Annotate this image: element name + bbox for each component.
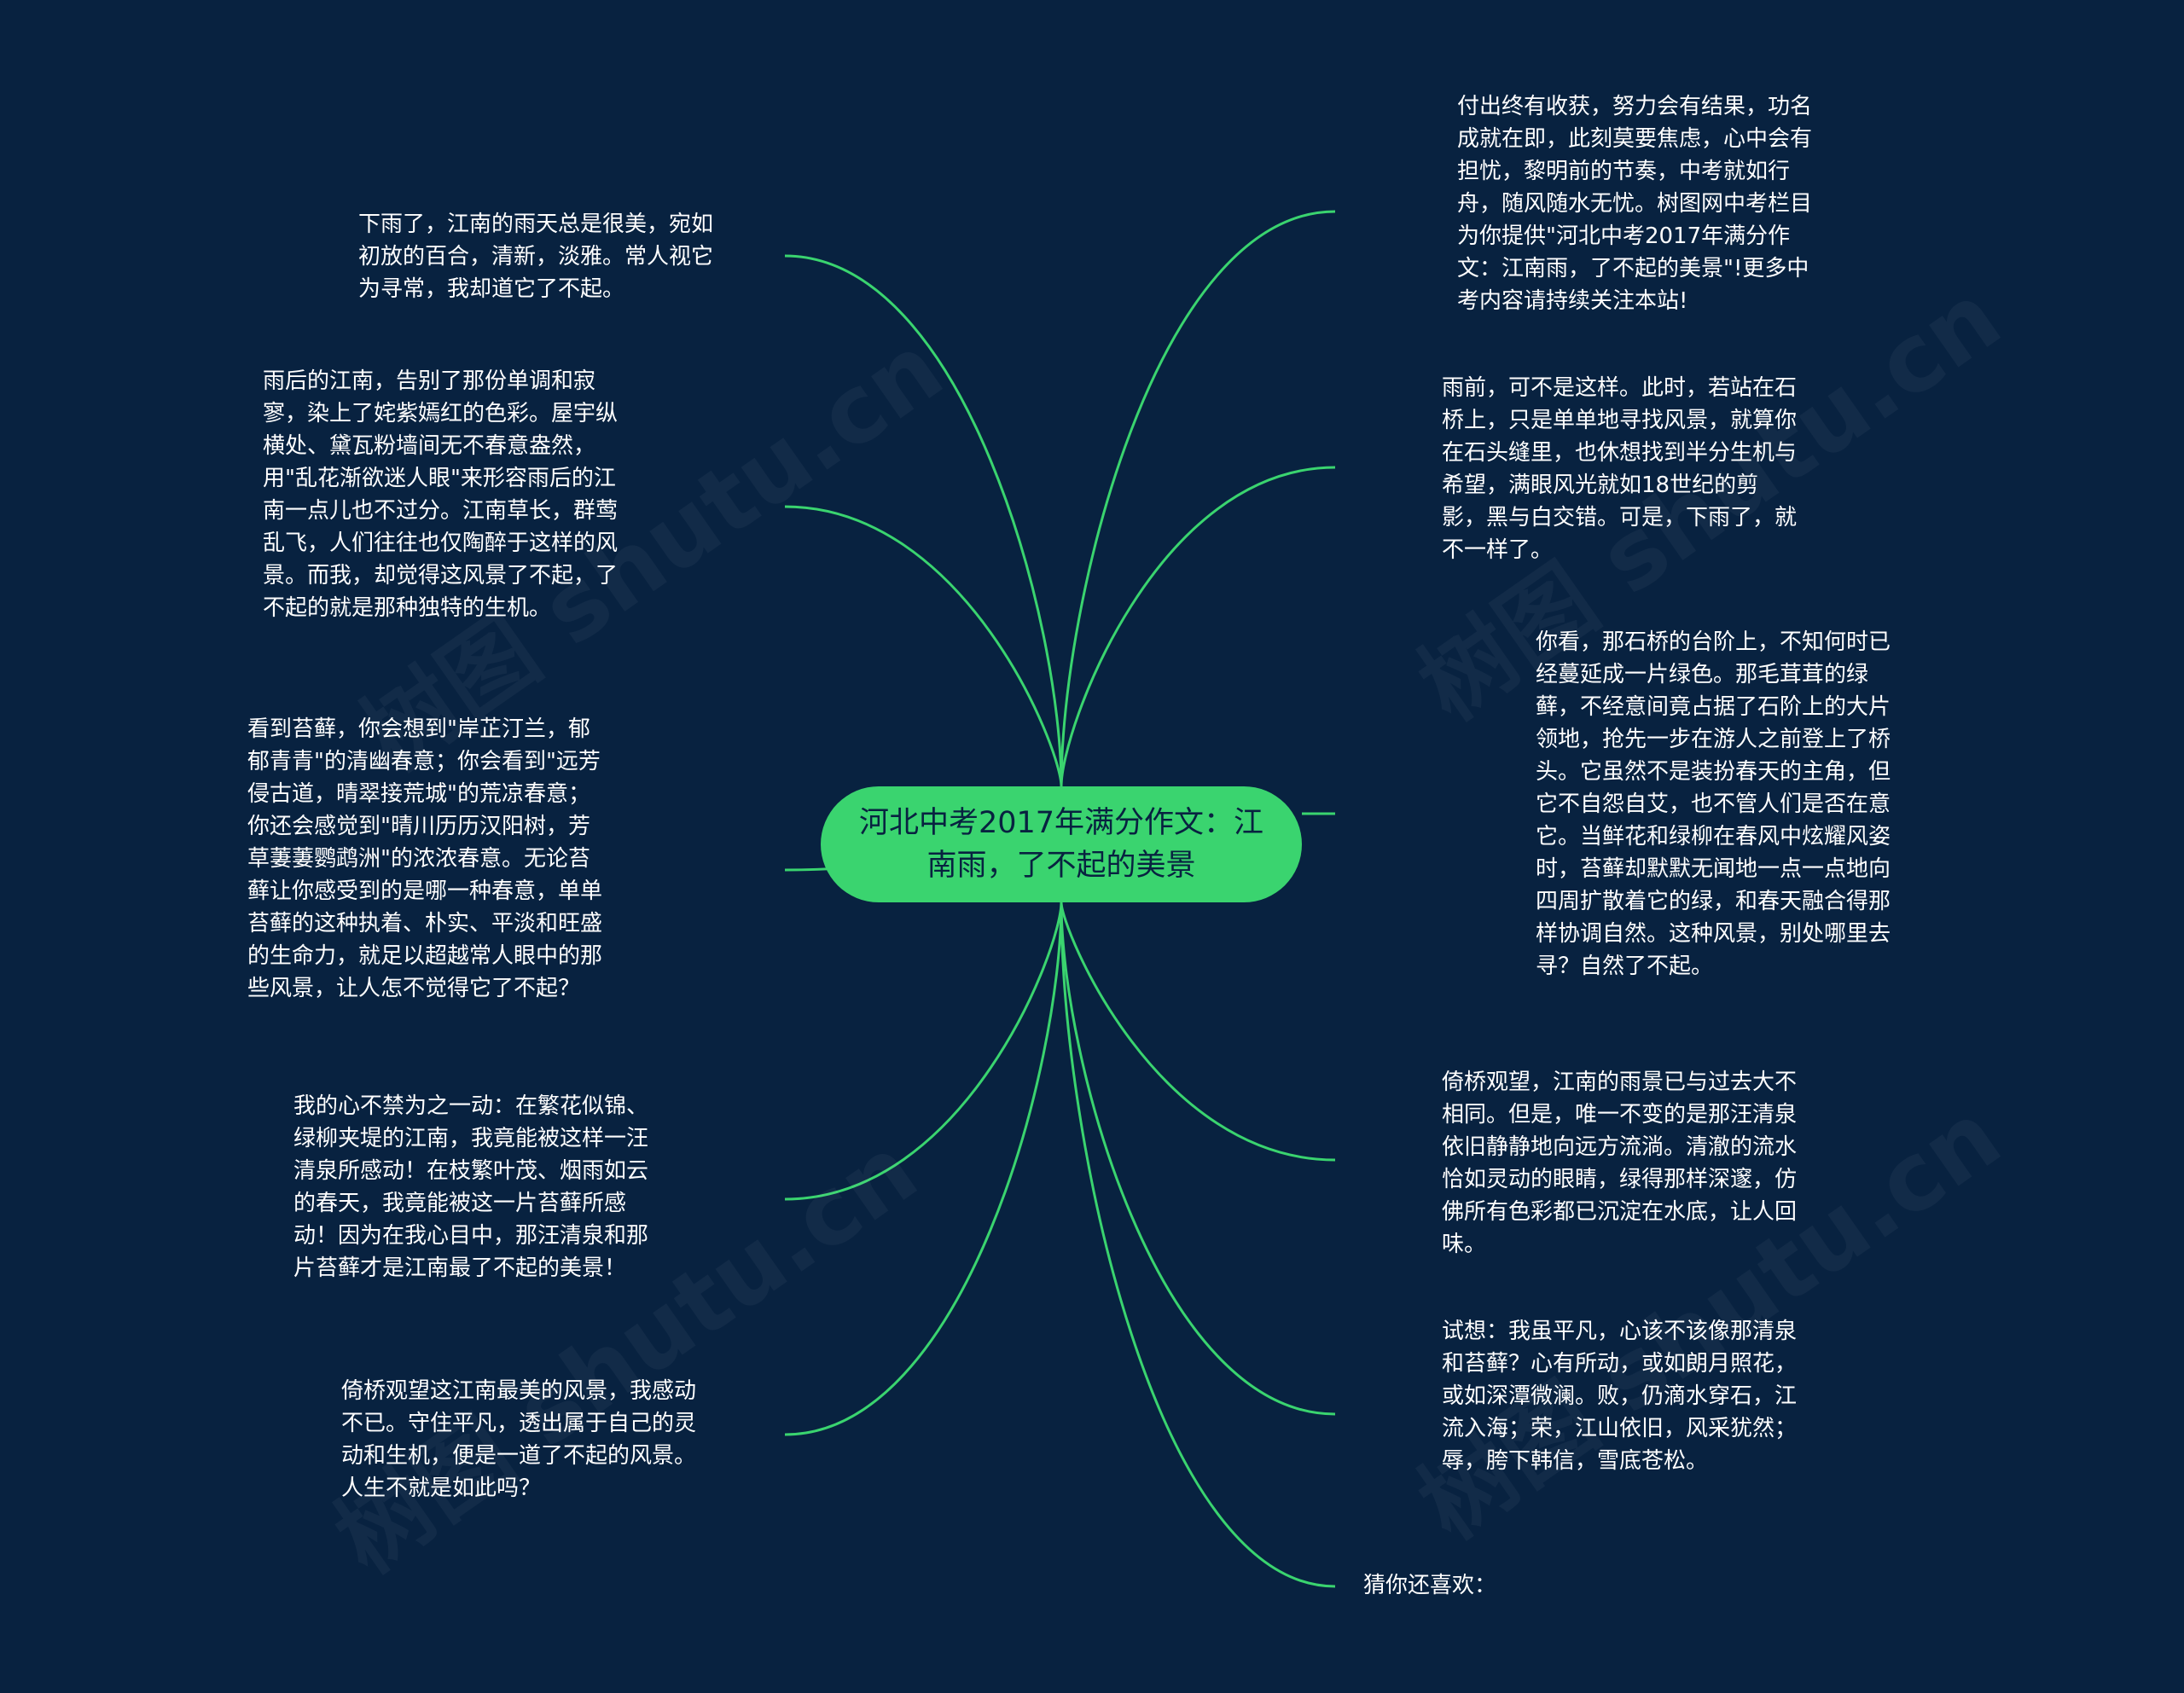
right-node-1[interactable]: 付出终有收获，努力会有结果，功名成就在即，此刻莫要焦虑，心中会有担忧，黎明前的节… bbox=[1457, 94, 1813, 314]
left-node-3[interactable]: 看到苔藓，你会想到"岸芷汀兰，郁郁青青"的清幽春意；你会看到"远芳侵古道，晴翠接… bbox=[247, 716, 603, 1001]
connector-line-7 bbox=[1060, 466, 1336, 787]
connector-line-9 bbox=[1060, 902, 1336, 1162]
right-node-4[interactable]: 倚桥观望，江南的雨景已与过去大不相同。但是，唯一不变的是那汪清泉依旧静静地向远方… bbox=[1442, 1070, 1798, 1257]
connector-line-4 bbox=[784, 902, 1063, 1201]
right-node-2[interactable]: 雨前，可不是这样。此时，若站在石桥上，只是单单地寻找风景，就算你在石头缝里，也休… bbox=[1442, 375, 1798, 563]
central-topic[interactable]: 河北中考2017年满分作文：江南雨，了不起的美景 bbox=[821, 786, 1302, 902]
connector-line-6 bbox=[1060, 210, 1336, 787]
left-node-5[interactable]: 倚桥观望这江南最美的风景，我感动不已。守住平凡，透出属于自己的灵动和生机，便是一… bbox=[341, 1378, 697, 1501]
connector-line-5 bbox=[784, 902, 1063, 1436]
left-node-1[interactable]: 下雨了，江南的雨天总是很美，宛如初放的百合，清新，淡雅。常人视它为寻常，我却道它… bbox=[358, 212, 714, 302]
left-node-4[interactable]: 我的心不禁为之一动：在繁花似锦、绿柳夹堤的江南，我竟能被这样一汪清泉所感动！在枝… bbox=[293, 1093, 649, 1281]
right-node-5[interactable]: 试想：我虽平凡，心该不该像那清泉和苔藓？心有所动，或如朗月照花，或如深潭微澜。败… bbox=[1442, 1319, 1798, 1474]
connector-line-1 bbox=[784, 254, 1063, 787]
connector-line-11 bbox=[1060, 902, 1336, 1588]
connector-line-10 bbox=[1060, 902, 1336, 1416]
right-node-3[interactable]: 你看，那石桥的台阶上，不知何时已经蔓延成一片绿色。那毛茸茸的绿藓，不经意间竟占据… bbox=[1536, 629, 1891, 979]
connector-line-2 bbox=[784, 505, 1063, 787]
right-node-6[interactable]: 猜你还喜欢： bbox=[1363, 1573, 1497, 1598]
left-node-2[interactable]: 雨后的江南，告别了那份单调和寂寥，染上了姹紫嫣红的色彩。屋宇纵横处、黛瓦粉墙间无… bbox=[263, 368, 619, 621]
